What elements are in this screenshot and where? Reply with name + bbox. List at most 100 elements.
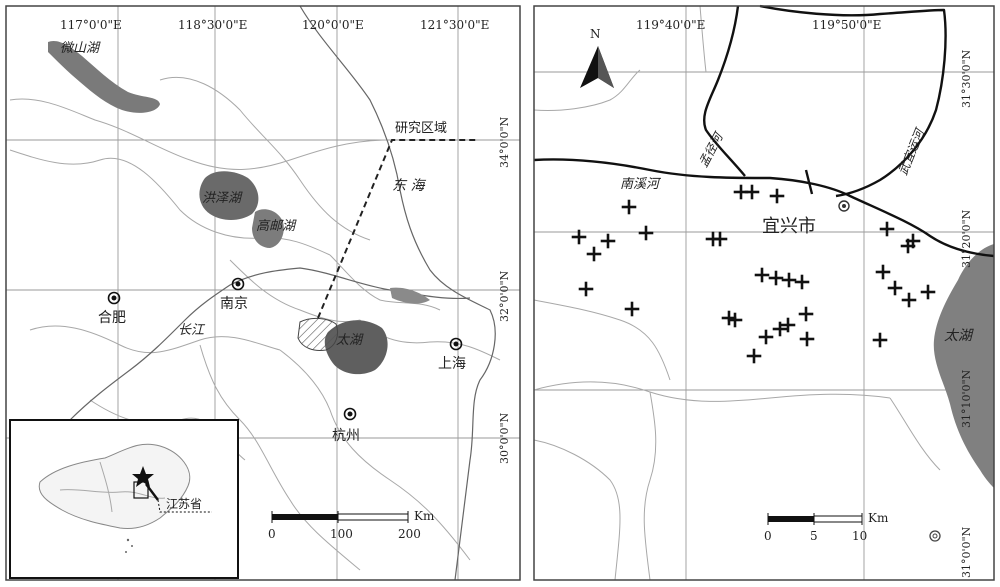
left-coord-right-3: 30°0'0"N: [498, 412, 511, 464]
china-outline: [38, 443, 191, 529]
left-coord-top-4: 121°30'0"E: [420, 18, 489, 32]
left-scale-tick-0: 0: [268, 527, 276, 541]
nanxi-river-label: 南溪河: [620, 177, 662, 192]
right-coord-right-1: 31°30'0"N: [960, 49, 973, 108]
right-coord-top-2: 119°50'0"E: [812, 18, 881, 32]
target-marker-icon: [929, 530, 941, 542]
right-taihu-label: 太湖: [944, 328, 974, 344]
hongze-lake-shape: [199, 171, 259, 220]
taihu-lake-shape: [324, 320, 388, 375]
sample-point-icon: [586, 246, 602, 262]
gaoyou-lake-label: 高邮湖: [256, 219, 297, 234]
sample-point-icon: [772, 321, 788, 337]
left-scale-bar: 0 100 200 Km: [268, 509, 435, 541]
left-coord-top-2: 118°30'0"E: [178, 18, 247, 32]
city-shanghai-label: 上海: [438, 356, 466, 372]
study-area-hatch: [297, 317, 339, 351]
inset-map: 江苏省: [9, 419, 239, 579]
right-coord-right-3: 31°10'0"N: [960, 369, 973, 428]
city-marker-icon: [231, 277, 245, 291]
right-scale-bar: 0 5 10 Km: [764, 511, 889, 543]
sample-points: [571, 184, 936, 364]
sample-point-icon: [768, 270, 784, 286]
right-scale-tick-5: 5: [810, 529, 818, 543]
gaoyou-lake-shape: [252, 209, 284, 248]
city-marker-icon: [107, 291, 121, 305]
left-scale-unit: Km: [414, 509, 435, 523]
right-scale-tick-0: 0: [764, 529, 772, 543]
left-scale-tick-100: 100: [330, 527, 353, 541]
north-label: N: [590, 27, 601, 41]
sample-point-icon: [799, 331, 815, 347]
yangtze-river: [69, 267, 471, 421]
coastline: [299, 5, 496, 581]
weishan-lake-shape: [48, 40, 160, 113]
right-coord-top-1: 119°40'0"E: [636, 18, 705, 32]
sample-point-icon: [744, 184, 760, 200]
right-map: 太湖 南溪河 孟径河 武宜运河 宜兴市 N 119°40'0"E: [533, 4, 995, 581]
sample-point-icon: [571, 229, 587, 245]
city-hangzhou-label: 杭州: [332, 428, 360, 444]
sample-point-icon: [798, 306, 814, 322]
left-scale-tick-200: 200: [398, 527, 421, 541]
right-map-frame: [533, 5, 995, 581]
star-icon: [132, 466, 154, 487]
right-boundaries: [533, 5, 941, 581]
taihu-lake-label: 太湖: [336, 333, 364, 348]
city-marker-icon: [343, 407, 357, 421]
right-scale-unit: Km: [868, 511, 889, 525]
city-shanghai: 上海: [438, 337, 466, 372]
sample-point-icon: [638, 225, 654, 241]
hongze-lake-label: 洪泽湖: [202, 191, 243, 206]
left-coord-right-1: 34°0'0"N: [498, 116, 511, 168]
right-graticule: [534, 6, 994, 580]
north-arrow: N: [580, 27, 614, 88]
right-coord-right-2: 31°20'0"N: [960, 209, 973, 268]
sample-point-icon: [746, 348, 762, 364]
right-main-roads: [533, 4, 995, 258]
weishan-lake-label: 微山湖: [60, 41, 101, 56]
city-hangzhou: 杭州: [332, 407, 360, 444]
sample-point-icon: [920, 284, 936, 300]
sample-point-icon: [901, 292, 917, 308]
sample-point-icon: [754, 267, 770, 283]
left-map: 研究区域 微山湖 洪泽湖 高邮湖 太湖 东 海 长江 合肥 南京 上海 杭州: [5, 5, 521, 581]
right-coord-right-4: 31°0'0"N: [960, 526, 973, 578]
sample-point-icon: [621, 199, 637, 215]
right-map-background: [534, 6, 994, 580]
city-marker-icon: [838, 200, 850, 212]
sample-point-icon: [600, 233, 616, 249]
yixing-city-label: 宜兴市: [762, 216, 816, 237]
city-hefei-label: 合肥: [98, 310, 126, 326]
sample-point-icon: [578, 281, 594, 297]
sample-point-icon: [624, 301, 640, 317]
city-nanjing: 南京: [220, 277, 248, 312]
sample-point-icon: [721, 310, 737, 326]
sample-point-icon: [758, 329, 774, 345]
city-marker-icon: [449, 337, 463, 351]
sample-point-icon: [887, 280, 903, 296]
sample-point-icon: [875, 264, 891, 280]
study-area-label: 研究区域: [395, 121, 447, 136]
sample-point-icon: [727, 312, 743, 328]
study-area-leader: [317, 139, 478, 319]
left-coord-top-1: 117°0'0"E: [60, 18, 122, 32]
inset-jiangsu-label: 江苏省: [166, 497, 202, 511]
yangtze-estuary-shape: [390, 287, 430, 304]
right-scale-tick-10: 10: [852, 529, 867, 543]
city-nanjing-label: 南京: [220, 296, 248, 312]
sample-point-icon: [900, 238, 916, 254]
left-coord-right-2: 32°0'0"N: [498, 270, 511, 322]
east-sea-label: 东 海: [392, 178, 426, 194]
right-taihu-shape: [933, 244, 994, 488]
city-hefei: 合肥: [98, 291, 126, 326]
sample-point-icon: [781, 272, 797, 288]
left-coord-top-3: 120°0'0"E: [302, 18, 364, 32]
sample-point-icon: [780, 317, 796, 333]
sample-point-icon: [794, 274, 810, 290]
yangtze-label: 长江: [178, 323, 206, 338]
left-map-frame: [5, 5, 521, 581]
sample-point-icon: [712, 231, 728, 247]
sample-point-icon: [872, 332, 888, 348]
